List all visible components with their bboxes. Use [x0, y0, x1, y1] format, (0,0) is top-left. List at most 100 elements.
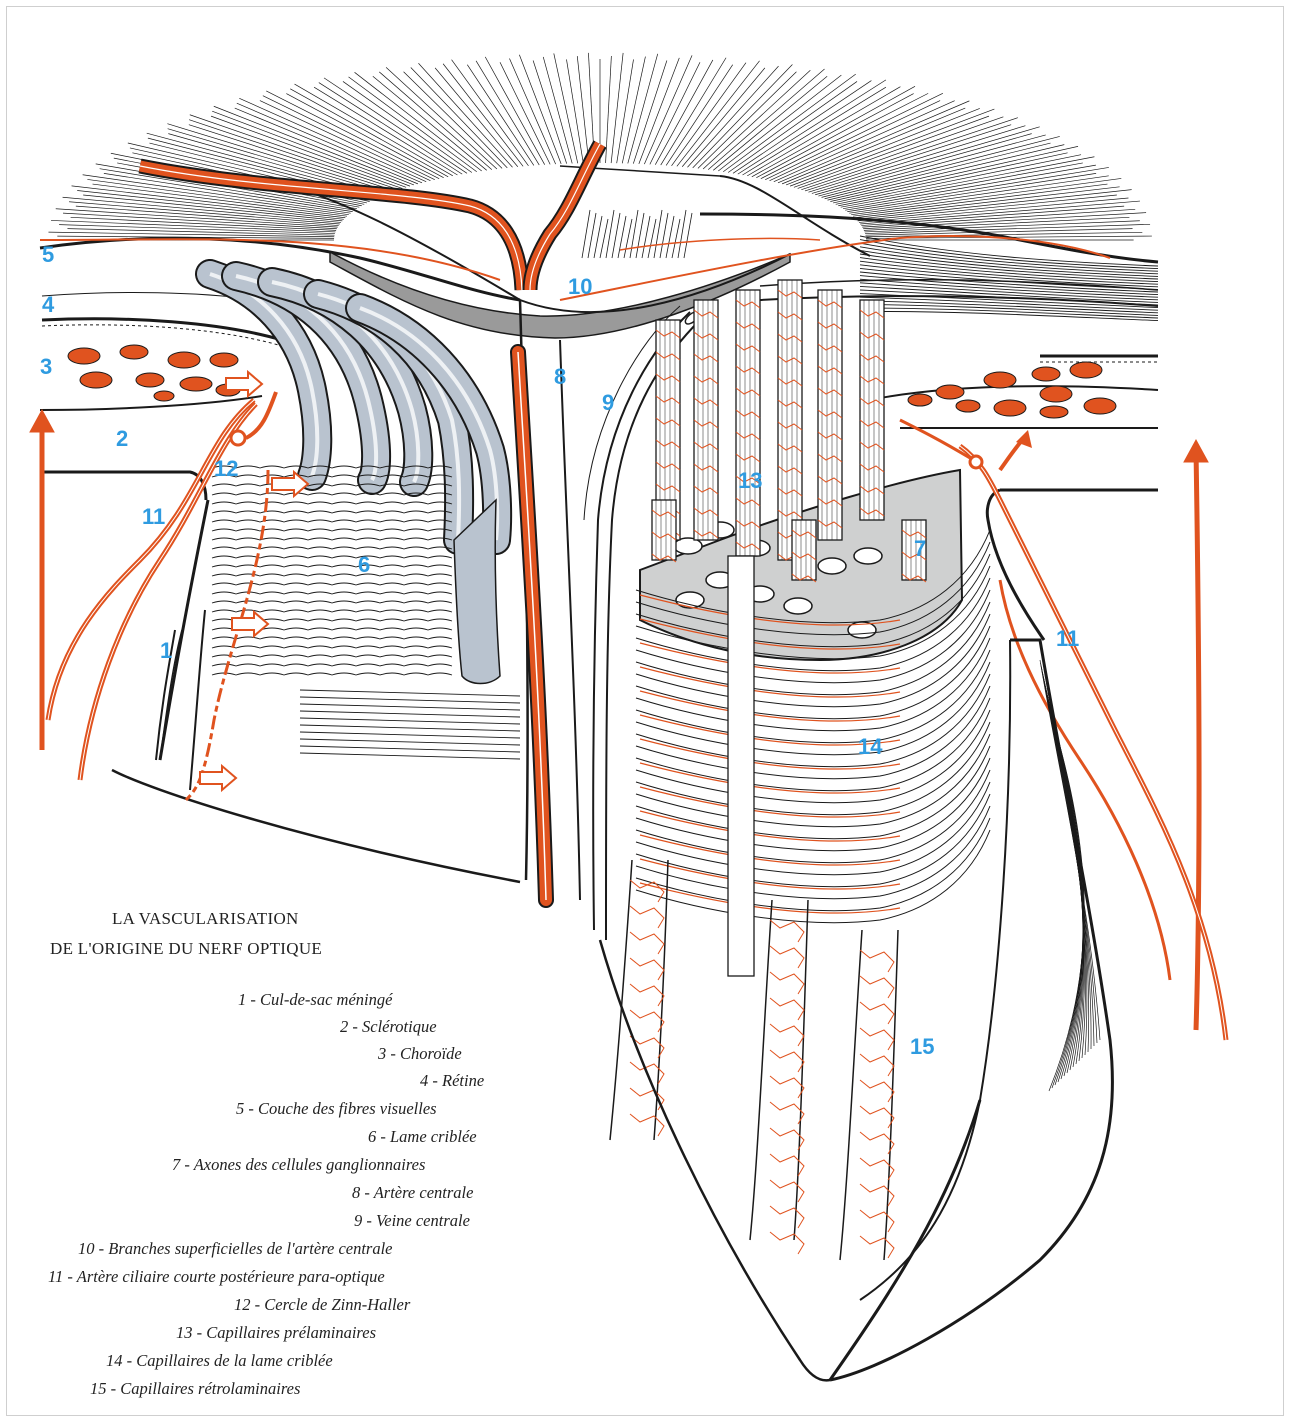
retrolaminar-capillary [860, 1028, 894, 1050]
fan-fiber [633, 60, 667, 163]
axon-column [652, 500, 676, 560]
retrolaminar-capillary [860, 1210, 894, 1232]
sheath-line [300, 704, 520, 710]
cup-stripe [642, 216, 650, 258]
sheath-fiber [1045, 687, 1083, 1067]
choroid-vessel [936, 385, 964, 399]
cup-stripe [618, 216, 626, 258]
choroid-vessel [180, 377, 212, 391]
legend-number: 5 - [236, 1099, 258, 1118]
callout-12: 12 [214, 458, 238, 480]
sheath-line [300, 711, 520, 717]
cup-stripe [612, 213, 620, 258]
sheath-fiber [1045, 684, 1084, 1064]
cup-stripe [678, 210, 686, 258]
lamina-wave [212, 511, 452, 513]
fan-fiber [519, 55, 561, 164]
retrolaminar-capillary [770, 1102, 804, 1124]
callout-1: 1 [160, 640, 172, 662]
fan-fiber [611, 53, 623, 163]
fan-fiber [509, 58, 555, 164]
retrolaminar-capillary [860, 1132, 894, 1154]
retrolaminar-capillary [860, 1236, 894, 1258]
legend-item: 2 - Sclérotique [340, 1019, 437, 1036]
retrolaminar-capillary [770, 1206, 804, 1228]
lamina-wave [212, 673, 452, 675]
retro-column-edge [610, 860, 632, 1140]
legend-item: 4 - Rétine [420, 1073, 484, 1090]
retrolaminar-capillary [770, 998, 804, 1020]
sheath-fiber [1047, 693, 1083, 1073]
figure-title-line1: LA VASCULARISATION [112, 910, 299, 927]
cup-stripe [660, 213, 668, 258]
callout-11-left: 11 [142, 506, 165, 528]
sheath-line [300, 718, 520, 724]
fan-fiber [790, 109, 994, 186]
legend-text: Axones des cellules ganglionnaires [194, 1155, 426, 1174]
callout-13: 13 [738, 470, 762, 492]
retrolaminar-capillary [770, 1050, 804, 1072]
legend-item: 12 - Cercle de Zinn-Haller [234, 1297, 410, 1314]
lamina-layer [636, 830, 990, 923]
lamina-wave [212, 574, 452, 576]
legend-number: 8 - [352, 1183, 374, 1202]
fan-fiber [786, 108, 980, 185]
legend-item: 11 - Artère ciliaire courte postérieure … [48, 1269, 385, 1286]
lamina-pore [676, 592, 704, 608]
fan-fiber [765, 93, 943, 179]
lamina-wave [212, 646, 452, 648]
retrolaminar-capillary [770, 1180, 804, 1202]
legend-number: 7 - [172, 1155, 194, 1174]
choroid-vessel [994, 400, 1026, 416]
retrolaminar-capillary [630, 1114, 664, 1136]
legend-text: Artère centrale [374, 1183, 474, 1202]
sheath-line [300, 697, 520, 703]
legend-item: 3 - Choroïde [378, 1046, 462, 1063]
fan-fiber [343, 81, 472, 172]
choroid-vessel [154, 391, 174, 401]
fan-fiber [379, 72, 492, 170]
legend-text: Cul-de-sac méningé [260, 990, 392, 1009]
lamina-wave [212, 583, 452, 585]
callout-15: 15 [910, 1036, 934, 1058]
sheath-fiber [1041, 666, 1094, 1046]
legend-item: 13 - Capillaires prélaminaires [176, 1325, 376, 1342]
choroid-vessel [136, 373, 164, 387]
lamina-wave [212, 502, 452, 504]
retrolaminar-capillary [860, 1054, 894, 1076]
callout-14: 14 [858, 736, 882, 758]
lamina-wave [212, 664, 452, 666]
fan-fiber [83, 195, 342, 221]
lamina-wave [212, 610, 452, 612]
choroid-vessel [80, 372, 112, 388]
sweep-fiber [860, 236, 1158, 266]
retrolaminar-capillary [630, 958, 664, 980]
sheath-line [300, 690, 520, 696]
retrolaminar-capillary [860, 1002, 894, 1024]
fan-fiber [577, 56, 589, 163]
choroid-vessel [120, 345, 148, 359]
choroid-vessel [1032, 367, 1060, 381]
cup-stripe [666, 216, 674, 258]
legend-number: 15 - [90, 1379, 120, 1398]
legend-item: 6 - Lame criblée [368, 1129, 477, 1146]
cup-stripe [606, 210, 614, 258]
callout-7: 7 [914, 538, 926, 560]
legend-item: 9 - Veine centrale [354, 1213, 470, 1230]
legend-text: Rétine [442, 1071, 484, 1090]
cup-stripe [588, 213, 596, 258]
fan-fiber [801, 118, 1018, 190]
fan-fiber [747, 87, 900, 176]
fan-fiber [858, 195, 1117, 221]
lamina-wave [212, 547, 452, 549]
retrolaminar-capillary [630, 906, 664, 928]
legend-number: 10 - [78, 1239, 108, 1258]
lamina-wave [212, 565, 452, 567]
legend-item: 10 - Branches superficielles de l'artère… [78, 1241, 393, 1258]
callout-5: 5 [42, 244, 54, 266]
legend-text: Lame criblée [390, 1127, 477, 1146]
callout-11-right: 11 [1056, 628, 1079, 650]
figure-title-line2: DE L'ORIGINE DU NERF OPTIQUE [50, 940, 322, 957]
callout-3: 3 [40, 356, 52, 378]
